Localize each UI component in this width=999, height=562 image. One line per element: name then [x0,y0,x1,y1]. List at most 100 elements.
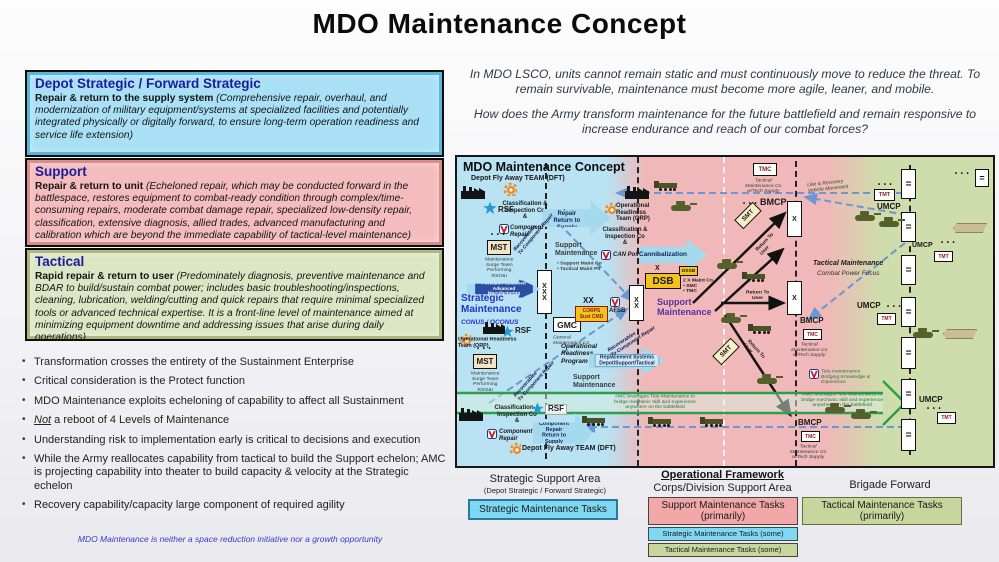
dft-label-bottom: Depot Fly Away TEAM (DFT) [522,445,616,452]
strategic-support-area-title: Strategic Support Area [489,473,601,485]
intro-paragraph-1: In MDO LSCO, units cannot remain static … [469,67,981,97]
umcp-label: UMCP [919,395,943,404]
x-echelon-marker: X [787,281,802,315]
factory-icon [625,186,649,199]
ship-icon [943,329,977,339]
list-item: MDO Maintenance exploits echeloning of c… [18,395,450,408]
support-maintenance-purple-label: Support Maintenance [657,297,712,318]
truck-icon [582,416,605,426]
factory-icon [483,322,505,334]
tmc-caption: Tactical Maintenance Co w/Tech Supply [789,444,827,461]
division-boundary-line [723,157,725,466]
tmc-caption: Tactical Maintenance Co w/Tech Supply [791,342,828,359]
truck-icon [654,181,677,191]
component-repair-label: Component Repair [510,225,544,238]
support-desc: (Echeloned repair, which may be conducte… [35,181,413,241]
gear-icon [503,182,517,196]
tactical-tasks-some-box: Tactical Maintenance Tasks (some) [648,543,798,557]
tactical-tasks-box: Tactical Maintenance Tasks (primarily) [802,497,962,525]
not-emphasis: Not [34,414,52,427]
orp-team-label-bottom: Operational Readiness Team (ORP) [458,337,517,349]
tank-icon [913,328,939,338]
depot-lead: Repair & return to the supply system [35,93,217,104]
support-tasks-box: Support Maintenance Tasks (primarily) [648,497,798,525]
amc-v-icon [487,429,497,439]
tmc-unit-box: TMC [801,431,820,442]
recoverables-route-2 [488,307,629,404]
list-item: Understanding risk to implementation ear… [18,434,450,447]
mst-caption: Maintenance Surge Team Performing RSO&I [484,257,514,279]
rsf-label: RSF [545,404,567,415]
component-repair-label: Component Repair [499,429,533,442]
gmc-caption: General Maintenance Co [553,335,590,346]
tank-icon [717,259,743,269]
support-lead: Repair & return to unit [35,181,146,192]
battalion-marker: = [901,255,916,285]
component-repair-return-arrow-label: Component Repair Return to Supply [538,421,569,445]
dots-marker: • • • [878,182,893,188]
classification-can-label: Classification & Inspection Co & [602,227,648,247]
dots-marker: • • • [477,346,492,352]
amc-v-icon [601,250,611,260]
strategic-maintenance-label: Strategic Maintenance [461,293,522,316]
dots-marker: • • • [491,232,506,238]
truck-icon [648,417,671,427]
dots-marker: • • • [927,406,942,412]
support-box: Support Repair & return to unit (Echelon… [25,158,444,247]
tank-icon [851,409,877,419]
gear-icon [509,442,521,454]
battalion-marker: = [975,169,989,187]
battalion-marker: = [901,212,916,242]
umcp-label: UMCP [912,242,933,249]
diagram-title: MDO Maintenance Concept [463,160,625,174]
classification-inspection-label: Classification & Inspection Co & [502,201,548,221]
tmc-unit-box: TMC [753,163,777,176]
factory-icon [461,186,485,199]
tmt-unit-box: TMT [874,189,895,201]
dsb-echelon-label: X [655,265,660,272]
list-item: Recovery capability/capacity large compo… [18,499,450,512]
rsf-star-icon [483,201,497,215]
battalion-marker: = [901,379,916,409]
truck-icon [742,272,765,282]
rsf-star-icon [531,402,544,415]
battalion-marker: = [901,419,916,451]
mst-unit-box: MST [487,240,511,255]
tactical-heading: Tactical [35,254,85,269]
umcp-label: UMCP [857,301,881,310]
support-maintenance-label: Support Maintenance [573,374,616,389]
tmc-caption: Tactical Maintenance Co w/Tech Supply [745,178,782,195]
mst-caption: Maintenance Surge Team Performing RSO&I [470,371,500,393]
combat-power-focus-label: Combat Power Focus [817,270,880,277]
battalion-marker: = [901,337,916,369]
gmc-unit-box: GMC [553,317,581,332]
supply-route-green-top [803,193,908,216]
support-maintenance-sublabel: • Support Maint Co • Tactical Maint Plt [557,261,602,272]
x-echelon-marker: X [787,201,802,237]
tmt-unit-box: TMT [934,251,953,262]
factory-icon [459,408,483,421]
recoverables-route-1 [550,214,635,303]
dssb-unit-box: DSSB [679,266,698,276]
operational-readiness-program-label: Operational Readiness Program [561,343,598,365]
operational-framework-header: Operational Framework [661,469,784,481]
list-item: While the Army reallocates capability fr… [18,453,450,493]
depot-strategic-box: Depot Strategic / Forward Strategic Repa… [25,70,444,157]
tank-icon [757,374,783,384]
depot-strategic-heading: Depot Strategic / Forward Strategic [35,76,261,91]
dsb-caption: 2 X Maint Co • SMC • TMC [683,278,713,295]
support-maintenance-label: Support Maintenance [555,242,598,257]
bmcp-label: BMCP [800,316,824,325]
tank-icon [671,201,697,211]
rsf-label: RSF [498,205,514,214]
strategic-tasks-some-box: Strategic Maintenance Tasks (some) [648,527,798,541]
intro-paragraph-2: How does the Army transform maintenance … [473,106,977,136]
tele-bridging-label: Tele-maintenance Bridging Knowledge & Ex… [821,369,871,386]
tmt-unit-box: TMT [877,313,896,325]
battalion-marker: = [901,169,916,199]
gear-icon [604,202,616,214]
corps-echelon-label: XX [583,296,594,305]
umcp-label: UMCP [877,202,901,211]
recovery-route-mid [807,242,906,321]
